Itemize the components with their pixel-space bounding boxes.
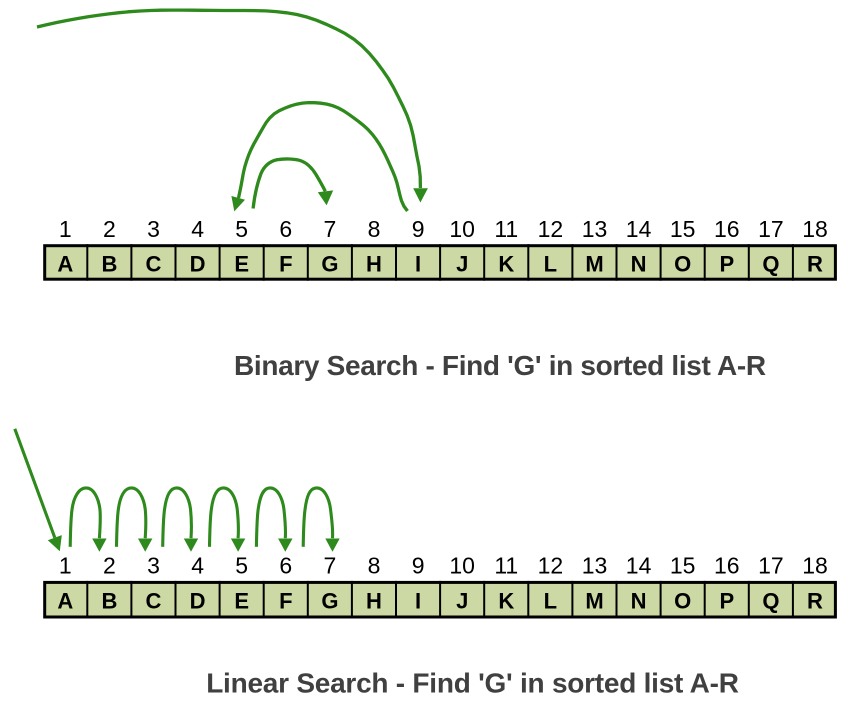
- svg-text:M: M: [585, 589, 603, 614]
- svg-text:16: 16: [714, 216, 740, 242]
- svg-text:A: A: [57, 252, 73, 277]
- svg-text:M: M: [585, 252, 603, 277]
- svg-text:3: 3: [147, 216, 160, 242]
- svg-text:J: J: [456, 252, 468, 277]
- svg-text:G: G: [321, 252, 338, 277]
- svg-text:I: I: [415, 589, 421, 614]
- svg-text:15: 15: [670, 216, 696, 242]
- svg-text:10: 10: [449, 216, 475, 242]
- svg-text:4: 4: [191, 216, 204, 242]
- svg-text:D: D: [190, 252, 206, 277]
- svg-text:11: 11: [494, 216, 518, 242]
- svg-text:9: 9: [412, 552, 425, 578]
- svg-text:L: L: [544, 589, 557, 614]
- svg-text:11: 11: [494, 552, 518, 578]
- svg-text:6: 6: [279, 216, 292, 242]
- svg-text:5: 5: [235, 552, 248, 578]
- svg-text:Linear Search - Find 'G' in so: Linear Search - Find 'G' in sorted list …: [206, 668, 739, 699]
- svg-text:8: 8: [368, 552, 381, 578]
- svg-text:I: I: [415, 252, 421, 277]
- svg-text:3: 3: [147, 552, 160, 578]
- svg-text:L: L: [544, 252, 557, 277]
- svg-text:Binary Search - Find 'G' in so: Binary Search - Find 'G' in sorted list …: [234, 350, 766, 381]
- svg-text:10: 10: [449, 552, 475, 578]
- svg-text:B: B: [101, 589, 117, 614]
- svg-text:4: 4: [191, 552, 204, 578]
- svg-text:7: 7: [324, 216, 337, 242]
- svg-text:12: 12: [538, 216, 564, 242]
- svg-text:R: R: [807, 589, 823, 614]
- svg-text:8: 8: [368, 216, 381, 242]
- svg-text:O: O: [674, 252, 691, 277]
- svg-text:6: 6: [279, 552, 292, 578]
- svg-text:K: K: [498, 589, 514, 614]
- svg-text:15: 15: [670, 552, 696, 578]
- svg-text:G: G: [321, 589, 338, 614]
- svg-text:P: P: [719, 589, 734, 614]
- svg-text:1: 1: [59, 552, 72, 578]
- svg-text:H: H: [366, 589, 382, 614]
- svg-text:1: 1: [59, 216, 72, 242]
- svg-text:O: O: [674, 589, 691, 614]
- svg-text:N: N: [631, 589, 647, 614]
- svg-text:13: 13: [582, 552, 608, 578]
- svg-text:P: P: [719, 252, 734, 277]
- svg-text:9: 9: [412, 216, 425, 242]
- svg-text:18: 18: [802, 552, 828, 578]
- svg-text:Q: Q: [762, 252, 779, 277]
- svg-text:13: 13: [582, 216, 608, 242]
- svg-text:J: J: [456, 589, 468, 614]
- svg-text:17: 17: [758, 216, 784, 242]
- svg-text:C: C: [146, 252, 162, 277]
- svg-text:K: K: [498, 252, 514, 277]
- svg-text:17: 17: [758, 552, 784, 578]
- svg-text:12: 12: [538, 552, 564, 578]
- svg-text:F: F: [279, 589, 292, 614]
- svg-text:14: 14: [626, 552, 652, 578]
- svg-text:R: R: [807, 252, 823, 277]
- svg-text:F: F: [279, 252, 292, 277]
- svg-text:H: H: [366, 252, 382, 277]
- svg-text:2: 2: [103, 552, 116, 578]
- svg-text:5: 5: [235, 216, 248, 242]
- svg-text:18: 18: [802, 216, 828, 242]
- svg-text:B: B: [101, 252, 117, 277]
- svg-text:14: 14: [626, 216, 652, 242]
- svg-text:16: 16: [714, 552, 740, 578]
- svg-text:N: N: [631, 252, 647, 277]
- svg-text:D: D: [190, 589, 206, 614]
- svg-text:A: A: [57, 589, 73, 614]
- svg-text:2: 2: [103, 216, 116, 242]
- svg-text:7: 7: [324, 552, 337, 578]
- svg-text:E: E: [234, 252, 249, 277]
- svg-text:E: E: [234, 589, 249, 614]
- svg-text:Q: Q: [762, 589, 779, 614]
- svg-text:C: C: [146, 589, 162, 614]
